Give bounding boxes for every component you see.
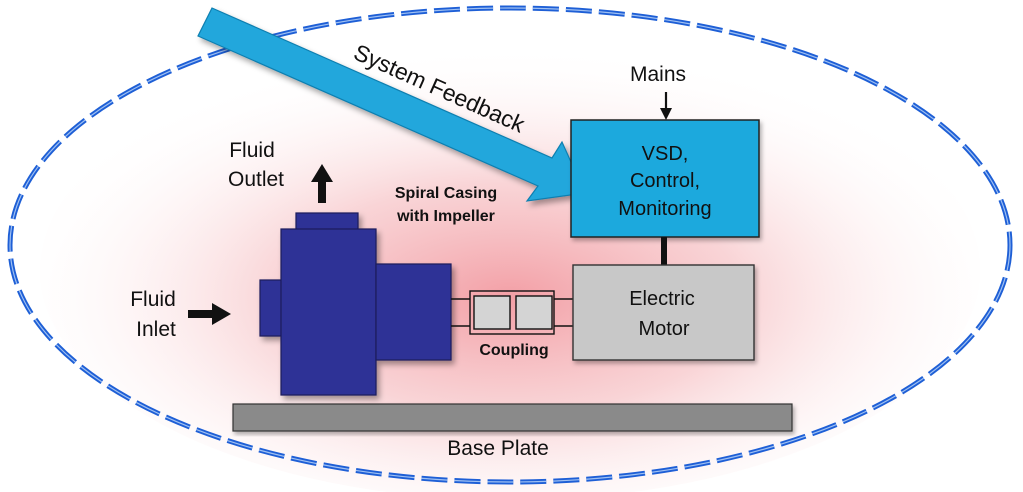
vsd-motor-connector [661, 237, 667, 265]
pump-outlet-flange [295, 212, 359, 232]
pump-bearing-housing [375, 263, 452, 361]
mains-label: Mains [630, 63, 686, 86]
electric-motor-label-line1: Electric [629, 288, 695, 310]
coupling-half-left [473, 295, 511, 330]
vsd-control-box [570, 119, 760, 238]
pump-assembly [259, 212, 452, 396]
electric-motor-box [572, 264, 755, 361]
vsd-label-line2: Control, [630, 170, 700, 192]
coupling-frame [469, 290, 555, 335]
fluid-inlet-arrow-shaft [188, 310, 214, 318]
electric-motor-label-line2: Motor [638, 318, 689, 340]
vsd-label-line3: Monitoring [618, 198, 711, 220]
coupling [469, 290, 555, 335]
fluid-inlet-label-line1: Fluid [130, 288, 176, 311]
base-plate-label: Base Plate [447, 437, 549, 460]
fluid-inlet-arrowhead [212, 303, 231, 325]
coupling-half-right [515, 295, 553, 330]
fluid-outlet-label-line1: Fluid [229, 139, 275, 162]
base-plate [232, 403, 793, 432]
vsd-label-line1: VSD, [642, 143, 689, 165]
fluid-outlet-label-line2: Outlet [228, 168, 284, 191]
system-boundary-highlight [9, 7, 1011, 483]
spiral-casing-label-line2: with Impeller [396, 208, 495, 225]
fluid-outlet-arrowhead [311, 164, 333, 182]
fluid-inlet-label-line2: Inlet [136, 318, 176, 341]
coupling-label: Coupling [479, 342, 548, 359]
mains-arrowhead [660, 108, 672, 120]
spiral-casing-label-line1: Spiral Casing [395, 185, 497, 202]
fluid-outlet-arrow-shaft [318, 180, 326, 203]
pump-inlet-flange [259, 279, 283, 337]
pump-casing [280, 228, 377, 396]
system-feedback-arrow [197, 7, 586, 202]
